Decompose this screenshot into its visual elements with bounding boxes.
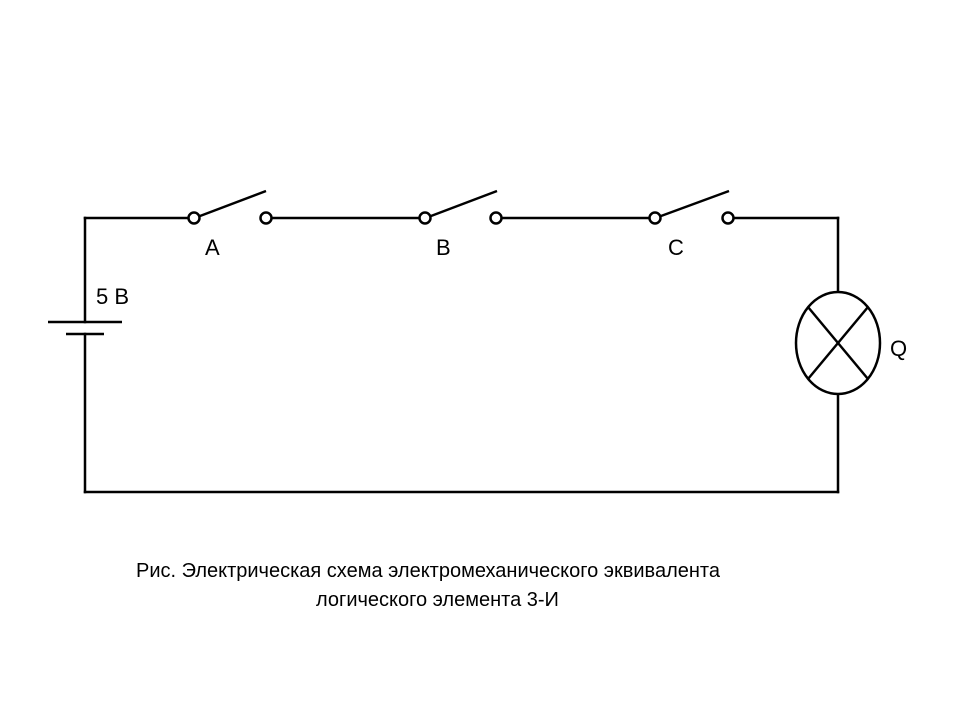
- switch-b-contact-left: [418, 211, 432, 225]
- switch-b-contact-right: [489, 211, 503, 225]
- switch-a-label: A: [205, 235, 220, 260]
- switch-c-label: C: [668, 235, 684, 260]
- switch-c-contact-left: [648, 211, 662, 225]
- switch-c-lever: [660, 189, 730, 218]
- lamp-q: Q: [794, 290, 907, 396]
- switch-c: C: [648, 189, 735, 260]
- caption-line-2: логического элемента 3-И: [316, 589, 559, 611]
- switch-a: A: [187, 189, 273, 260]
- switch-b-label: B: [436, 235, 451, 260]
- switch-c-contact-right: [721, 211, 735, 225]
- switch-a-lever: [199, 189, 267, 218]
- caption-line-1: Рис. Электрическая схема электромеханиче…: [136, 560, 720, 582]
- lamp-cross-2: [807, 306, 869, 380]
- battery-label: 5 В: [96, 284, 129, 309]
- switch-b-lever: [430, 189, 498, 218]
- switch-b: B: [418, 189, 503, 260]
- switch-a-contact-left: [187, 211, 201, 225]
- switch-a-contact-right: [259, 211, 273, 225]
- lamp-label: Q: [890, 336, 907, 361]
